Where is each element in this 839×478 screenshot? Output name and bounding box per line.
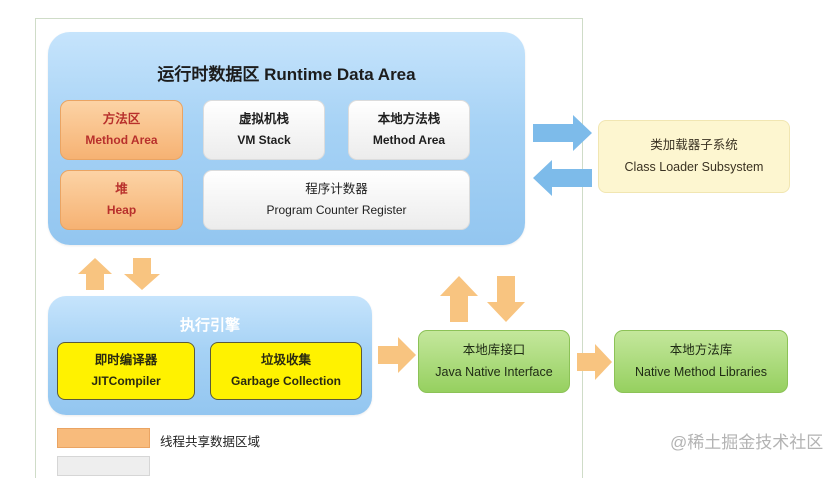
garbage-collection-box: 垃圾收集 Garbage Collection bbox=[210, 342, 362, 400]
vm-stack-cn: 虚拟机栈 bbox=[238, 111, 289, 126]
class-loader-en: Class Loader Subsystem bbox=[624, 159, 764, 174]
class-loader-cn: 类加载器子系统 bbox=[650, 137, 738, 152]
jit-compiler-box: 即时编译器 JITCompiler bbox=[57, 342, 195, 400]
native-method-stack-cn: 本地方法栈 bbox=[377, 111, 441, 126]
native-method-stack-box: 本地方法栈 Method Area bbox=[348, 100, 470, 160]
method-area-cn: 方法区 bbox=[102, 111, 141, 126]
heap-box: 堆 Heap bbox=[60, 170, 183, 230]
execution-engine-area: 执行引擎 即时编译器 JITCompiler 垃圾收集 Garbage Coll… bbox=[48, 296, 372, 415]
heap-cn: 堆 bbox=[115, 181, 128, 196]
vm-stack-box: 虚拟机栈 VM Stack bbox=[203, 100, 325, 160]
arrow-down-to-execution-engine bbox=[124, 258, 160, 290]
jni-cn: 本地库接口 bbox=[462, 342, 526, 357]
arrow-left-from-class-loader bbox=[533, 160, 592, 196]
runtime-data-area-title: 运行时数据区 Runtime Data Area bbox=[157, 65, 416, 84]
runtime-data-area: 运行时数据区 Runtime Data Area 方法区 Method Area… bbox=[48, 32, 525, 245]
class-loader-box: 类加载器子系统 Class Loader Subsystem bbox=[598, 120, 790, 193]
legend-swatch-shared bbox=[57, 428, 150, 448]
native-method-stack-en: Method Area bbox=[372, 133, 446, 148]
arrow-up-to-runtime-area bbox=[78, 258, 112, 290]
program-counter-en: Program Counter Register bbox=[266, 203, 407, 218]
watermark: @稀土掘金技术社区 bbox=[670, 433, 824, 452]
garbage-collection-en: Garbage Collection bbox=[230, 374, 342, 389]
native-libraries-en: Native Method Libraries bbox=[634, 364, 767, 379]
jni-en: Java Native Interface bbox=[435, 364, 553, 379]
native-libraries-cn: 本地方法库 bbox=[669, 342, 733, 357]
arrows-layer bbox=[78, 115, 612, 380]
legend-label-shared: 线程共享数据区域 bbox=[160, 435, 261, 449]
native-libraries-box: 本地方法库 Native Method Libraries bbox=[614, 330, 788, 393]
method-area-box: 方法区 Method Area bbox=[60, 100, 183, 160]
arrow-right-to-native-libraries bbox=[577, 344, 612, 380]
program-counter-box: 程序计数器 Program Counter Register bbox=[203, 170, 470, 230]
jit-compiler-cn: 即时编译器 bbox=[94, 352, 158, 367]
diagram-frame bbox=[35, 18, 583, 478]
vm-stack-en: VM Stack bbox=[237, 133, 291, 148]
arrow-up-from-jni bbox=[440, 276, 478, 322]
heap-en: Heap bbox=[106, 203, 137, 218]
arrow-right-to-class-loader bbox=[533, 115, 592, 151]
program-counter-cn: 程序计数器 bbox=[305, 181, 368, 196]
method-area-en: Method Area bbox=[85, 133, 158, 148]
arrow-right-to-jni bbox=[378, 337, 416, 373]
execution-engine-title: 执行引擎 bbox=[179, 317, 240, 334]
garbage-collection-cn: 垃圾收集 bbox=[260, 352, 311, 367]
arrow-down-to-jni bbox=[487, 276, 525, 322]
jni-box: 本地库接口 Java Native Interface bbox=[418, 330, 570, 393]
jit-compiler-en: JITCompiler bbox=[91, 374, 161, 389]
legend-swatch-private bbox=[57, 456, 150, 476]
